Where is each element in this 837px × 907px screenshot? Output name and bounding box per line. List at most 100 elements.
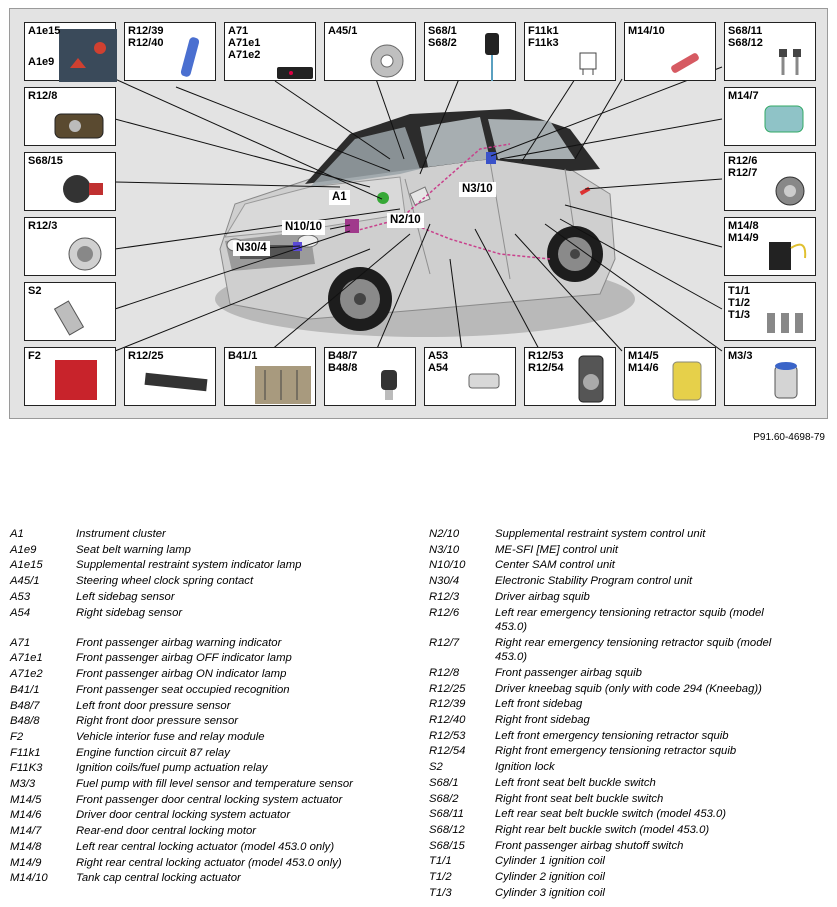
legend-description: Steering wheel clock spring contact <box>76 575 254 588</box>
legend-description: Driver kneebag squib (only with code 294… <box>495 682 762 695</box>
legend-description: Right front door pressure sensor <box>76 715 239 728</box>
legend-description: Right sidebag sensor <box>76 606 183 619</box>
box-label: M3/3 <box>728 350 753 362</box>
legend-code: M3/3 <box>10 778 36 790</box>
legend-description: Left front emergency tensioning retracto… <box>495 729 729 742</box>
legend-description: Right rear belt buckle switch (model 453… <box>495 823 710 836</box>
legend-description: Right front sidebag <box>495 714 590 726</box>
legend-code: S68/12 <box>429 823 465 836</box>
legend-description: Supplemental restraint system indicator … <box>76 559 302 572</box>
legend-description: Electronic Stability Program control uni… <box>495 575 693 588</box>
legend-code: B41/1 <box>10 683 40 696</box>
legend-description: Driver door central locking system actua… <box>76 809 291 822</box>
legend-code: A71e1 <box>10 652 43 665</box>
box-label: R12/39 R12/40 <box>128 25 164 49</box>
box-S68-15: S68/15 <box>24 152 116 211</box>
legend-description: Left sidebag sensor <box>76 590 175 603</box>
legend-code: R12/25 <box>429 682 466 695</box>
legend-description: Left rear central locking actuator (mode… <box>76 840 335 853</box>
leader-lines <box>114 66 723 352</box>
box-B41-1: B41/1 <box>224 347 316 406</box>
legend-code: M14/6 <box>10 809 42 822</box>
legend-code: M14/8 <box>10 840 42 853</box>
box-S2: S2 <box>24 282 116 341</box>
legend-description: Left front door pressure sensor <box>76 699 231 712</box>
box-S68-1-2: S68/1 S68/2 <box>424 22 516 81</box>
legend-code: N2/10 <box>429 528 460 540</box>
box-label: M14/7 <box>728 90 759 102</box>
legend-description: Front passenger airbag squib <box>495 666 642 679</box>
box-label-2: A1e9 <box>28 56 55 68</box>
legend-code: R12/7 <box>429 636 460 649</box>
box-label: S68/15 <box>28 155 63 167</box>
legend-description: Cylinder 1 ignition coil <box>495 855 605 868</box>
box-label: A53 A54 <box>428 350 449 374</box>
legend-code: R12/6 <box>429 606 460 619</box>
legend-code: N30/4 <box>429 575 460 588</box>
box-label: A71 A71e1 A71e2 <box>228 25 261 61</box>
legend-description: Right rear central locking actuator (mod… <box>76 856 342 869</box>
legend-code: A45/1 <box>10 575 40 588</box>
callout-A1: A1 <box>329 190 350 205</box>
legend-code: S68/11 <box>429 808 464 821</box>
figure-id: P91.60-4698-79 <box>753 432 825 443</box>
box-label: R12/25 <box>128 350 164 362</box>
legend-description: Front passenger airbag ON indicator lamp <box>76 668 287 681</box>
legend-code: N3/10 <box>429 543 460 556</box>
box-F11k1-k3: F11k1 F11k3 <box>524 22 616 81</box>
legend-code: A71 <box>10 636 31 649</box>
box-label: M14/10 <box>628 25 665 37</box>
box-A45-1: A45/1 <box>324 22 416 81</box>
box-label: R12/3 <box>28 220 58 232</box>
callout-N30-4: N30/4 <box>233 241 270 256</box>
legend-description: Front passenger door central locking sys… <box>76 793 343 806</box>
legend-description: Ignition lock <box>495 761 555 774</box>
legend-code: A1 <box>10 528 24 540</box>
callout-N10-10: N10/10 <box>282 220 326 235</box>
legend-description: Engine function circuit 87 relay <box>76 746 230 759</box>
box-label: R12/6 R12/7 <box>728 155 758 179</box>
box-R12-8: R12/8 <box>24 87 116 146</box>
legend-description: Cylinder 2 ignition coil <box>495 871 605 883</box>
legend-description-cont: 453.0) <box>495 650 528 663</box>
box-label: B41/1 <box>228 350 258 362</box>
car-diagram <box>114 66 723 352</box>
legend-description: Front passenger seat occupied recognitio… <box>76 683 290 696</box>
legend-description: Left rear seat belt buckle switch (model… <box>495 808 727 821</box>
car-illustration <box>215 109 635 337</box>
legend-code: A53 <box>10 590 31 603</box>
box-label: S68/11 S68/12 <box>728 25 763 49</box>
box-label: S2 <box>28 285 42 297</box>
legend-code: A71e2 <box>10 668 43 681</box>
legend-description: ME-SFI [ME] control unit <box>495 543 619 556</box>
legend-code: M14/5 <box>10 793 42 806</box>
box-label: M14/5 M14/6 <box>628 350 659 374</box>
legend-code: R12/8 <box>429 666 460 679</box>
legend-code: S68/2 <box>429 792 459 805</box>
box-M14-10: M14/10 <box>624 22 716 81</box>
box-label: R12/8 <box>28 90 58 102</box>
box-M14-8-9: M14/8 M14/9 <box>724 217 816 276</box>
legend-description: Vehicle interior fuse and relay module <box>76 730 265 743</box>
legend-code: R12/53 <box>429 729 466 742</box>
callout-N2-10: N2/10 <box>387 213 424 228</box>
legend-description: Right front emergency tensioning retract… <box>495 745 737 758</box>
legend-description: Driver airbag squib <box>495 590 590 603</box>
box-M14-5-6: M14/5 M14/6 <box>624 347 716 406</box>
legend-description-cont: 453.0) <box>495 620 528 633</box>
box-A53-54: A53 A54 <box>424 347 516 406</box>
legend-description: Seat belt warning lamp <box>76 543 191 556</box>
box-label: T1/1 T1/2 T1/3 <box>728 285 751 321</box>
box-R12-39-40: R12/39 R12/40 <box>124 22 216 81</box>
box-F2: F2 <box>24 347 116 406</box>
box-M3-3: M3/3 <box>724 347 816 406</box>
legend-code: A1e15 <box>10 559 43 572</box>
box-R12-53-54: R12/53 R12/54 <box>524 347 616 406</box>
box-label: S68/1 S68/2 <box>428 25 457 49</box>
legend-description: Left rear emergency tensioning retractor… <box>495 606 764 619</box>
box-R12-6-7: R12/6 R12/7 <box>724 152 816 211</box>
box-label: F2 <box>28 350 41 362</box>
legend-code: M14/10 <box>10 872 48 885</box>
box-label: R12/53 R12/54 <box>528 350 564 374</box>
box-label: F11k1 F11k3 <box>528 25 559 49</box>
